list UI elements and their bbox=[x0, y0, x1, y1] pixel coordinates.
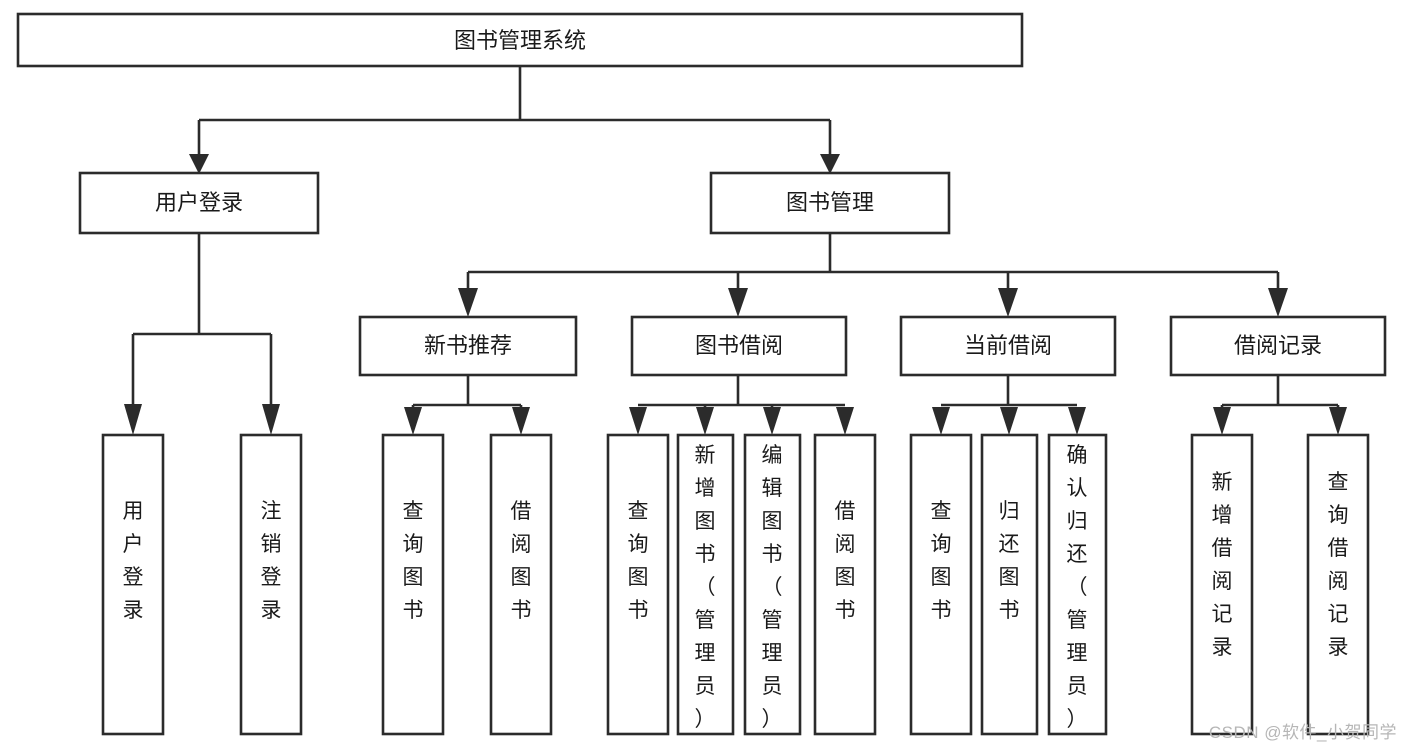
node-leaf-return-book-box[interactable] bbox=[980, 433, 1039, 736]
arrow-leaf-add-book-admin bbox=[696, 407, 714, 435]
node-leaf-logout-login[interactable]: 注销登录 bbox=[239, 433, 303, 736]
node-new-book-recommend-box[interactable] bbox=[358, 315, 578, 377]
node-leaf-query-book-1-label: 查询图书 bbox=[403, 500, 424, 622]
node-leaf-add-book-admin-box[interactable] bbox=[676, 433, 735, 736]
node-leaf-borrow-book-2[interactable]: 借阅图书 bbox=[813, 433, 877, 736]
node-leaf-add-borrow-record[interactable]: 新增借阅记录 bbox=[1190, 433, 1254, 736]
node-leaf-query-book-2[interactable]: 查询图书 bbox=[606, 433, 670, 736]
node-leaf-add-book-admin[interactable]: 新增图书（管理员） bbox=[676, 433, 735, 736]
node-user-login[interactable]: 用户登录 bbox=[78, 171, 320, 235]
arrow-user-login bbox=[189, 154, 209, 174]
node-leaf-query-book-1-box[interactable] bbox=[381, 433, 445, 736]
node-book-borrow[interactable]: 图书借阅 bbox=[630, 315, 848, 377]
node-current-borrow[interactable]: 当前借阅 bbox=[899, 315, 1117, 377]
node-book-management-box[interactable] bbox=[709, 171, 951, 235]
node-leaf-return-book-label: 归还图书 bbox=[999, 500, 1020, 622]
node-root[interactable]: 图书管理系统 bbox=[16, 12, 1024, 68]
node-leaf-query-book-3-box[interactable] bbox=[909, 433, 973, 736]
node-leaf-user-login-label: 用户登录 bbox=[123, 500, 144, 622]
node-book-management-label: 图书管理 bbox=[786, 190, 874, 215]
arrow-book-borrow bbox=[728, 288, 748, 317]
node-leaf-logout-login-box[interactable] bbox=[239, 433, 303, 736]
node-leaf-query-book-3[interactable]: 查询图书 bbox=[909, 433, 973, 736]
node-leaf-confirm-return-admin[interactable]: 确认归还（管理员） bbox=[1047, 433, 1108, 736]
node-leaf-query-book-2-label: 查询图书 bbox=[628, 500, 649, 622]
node-leaf-user-login-box[interactable] bbox=[101, 433, 165, 736]
node-book-borrow-label: 图书借阅 bbox=[695, 333, 783, 358]
node-leaf-borrow-book-1-box[interactable] bbox=[489, 433, 553, 736]
arrow-leaf-query-borrow-record bbox=[1329, 407, 1347, 435]
node-leaf-borrow-book-1[interactable]: 借阅图书 bbox=[489, 433, 553, 736]
node-leaf-borrow-book-2-box[interactable] bbox=[813, 433, 877, 736]
node-new-book-recommend[interactable]: 新书推荐 bbox=[358, 315, 578, 377]
arrow-leaf-query-book-2 bbox=[629, 407, 647, 435]
csdn-watermark: CSDN @软件_小贺同学 bbox=[1208, 723, 1397, 742]
node-user-login-label: 用户登录 bbox=[155, 190, 243, 215]
node-leaf-query-borrow-record-box[interactable] bbox=[1306, 433, 1370, 736]
node-leaf-query-book-2-box[interactable] bbox=[606, 433, 670, 736]
connector-layer bbox=[124, 66, 1347, 435]
node-leaf-query-borrow-record[interactable]: 查询借阅记录 bbox=[1306, 433, 1370, 736]
node-leaf-add-book-admin-label: 新增图书（管理员） bbox=[695, 444, 716, 731]
node-leaf-query-book-1[interactable]: 查询图书 bbox=[381, 433, 445, 736]
arrow-leaf-return-book bbox=[1000, 407, 1018, 435]
node-leaf-query-book-3-label: 查询图书 bbox=[931, 500, 952, 622]
node-leaf-confirm-return-admin-label: 确认归还（管理员） bbox=[1067, 444, 1088, 731]
node-leaf-confirm-return-admin-box[interactable] bbox=[1047, 433, 1108, 736]
node-leaf-user-login[interactable]: 用户登录 bbox=[101, 433, 165, 736]
node-leaf-add-borrow-record-label: 新增借阅记录 bbox=[1212, 471, 1233, 659]
node-leaf-add-borrow-record-box[interactable] bbox=[1190, 433, 1254, 736]
node-leaf-return-book[interactable]: 归还图书 bbox=[980, 433, 1039, 736]
arrow-new-book-recommend bbox=[458, 288, 478, 317]
node-borrow-record[interactable]: 借阅记录 bbox=[1169, 315, 1387, 377]
node-current-borrow-label: 当前借阅 bbox=[964, 333, 1052, 358]
arrow-leaf-user-login bbox=[124, 404, 142, 435]
arrow-leaf-edit-book-admin bbox=[763, 407, 781, 435]
arrow-leaf-borrow-book-1 bbox=[512, 407, 530, 435]
arrow-leaf-query-book-3 bbox=[932, 407, 950, 435]
node-current-borrow-box[interactable] bbox=[899, 315, 1117, 377]
arrow-borrow-record bbox=[1268, 288, 1288, 317]
arrow-current-borrow bbox=[998, 288, 1018, 317]
node-leaf-query-borrow-record-label: 查询借阅记录 bbox=[1328, 471, 1349, 659]
node-leaf-edit-book-admin-label: 编辑图书（管理员） bbox=[762, 444, 783, 731]
node-book-management[interactable]: 图书管理 bbox=[709, 171, 951, 235]
node-root-box[interactable] bbox=[16, 12, 1024, 68]
arrow-leaf-borrow-book-2 bbox=[836, 407, 854, 435]
node-root-label: 图书管理系统 bbox=[454, 28, 586, 53]
node-leaf-borrow-book-2-label: 借阅图书 bbox=[835, 500, 856, 622]
node-book-borrow-box[interactable] bbox=[630, 315, 848, 377]
node-borrow-record-box[interactable] bbox=[1169, 315, 1387, 377]
node-leaf-logout-login-label: 注销登录 bbox=[261, 500, 282, 622]
arrow-leaf-logout-login bbox=[262, 404, 280, 435]
arrow-leaf-confirm-return-admin bbox=[1068, 407, 1086, 435]
node-new-book-recommend-label: 新书推荐 bbox=[424, 333, 512, 358]
node-leaf-borrow-book-1-label: 借阅图书 bbox=[511, 500, 532, 622]
arrow-book-management bbox=[820, 154, 840, 174]
arrow-leaf-query-book-1 bbox=[404, 407, 422, 435]
node-leaf-edit-book-admin[interactable]: 编辑图书（管理员） bbox=[743, 433, 802, 736]
node-borrow-record-label: 借阅记录 bbox=[1234, 333, 1322, 358]
arrow-leaf-add-borrow-record bbox=[1213, 407, 1231, 435]
node-user-login-box[interactable] bbox=[78, 171, 320, 235]
node-leaf-edit-book-admin-box[interactable] bbox=[743, 433, 802, 736]
